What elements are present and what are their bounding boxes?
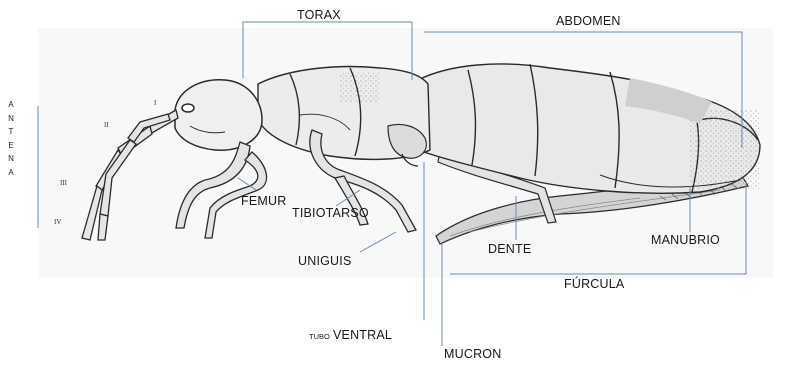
antenna-segment-i: I <box>154 100 156 107</box>
head-drawing <box>175 80 262 150</box>
furcula-label: FÚRCULA <box>564 278 624 291</box>
tibiotarso-label: TIBIOTARSO <box>292 207 369 220</box>
antena-letter: A <box>8 101 13 115</box>
antena-letter: A <box>8 169 13 183</box>
mucron-label: MUCRON <box>444 348 501 361</box>
antena-letter: N <box>8 155 14 169</box>
antenna-segment-ii: II <box>104 122 109 129</box>
dente-label: DENTE <box>488 243 531 256</box>
antena-letter: E <box>8 142 13 156</box>
antena-letter: T <box>9 128 14 142</box>
antenna-segment-iv: IV <box>54 219 61 226</box>
femur-label: FEMUR <box>241 195 286 208</box>
antenna-segment-iii: III <box>60 180 67 187</box>
tubo-prefix-label: TUBO <box>309 333 330 341</box>
abdomen-label: ABDOMEN <box>556 15 621 28</box>
antena-letter: N <box>8 115 14 129</box>
manubrio-label: MANUBRIO <box>651 234 720 247</box>
torax-label: TORAX <box>297 9 341 22</box>
tubo-ventral-label: VENTRAL <box>333 329 392 342</box>
uniguis-label: UNIGUIS <box>298 255 352 268</box>
antena-label: A N T E N A <box>5 101 17 182</box>
